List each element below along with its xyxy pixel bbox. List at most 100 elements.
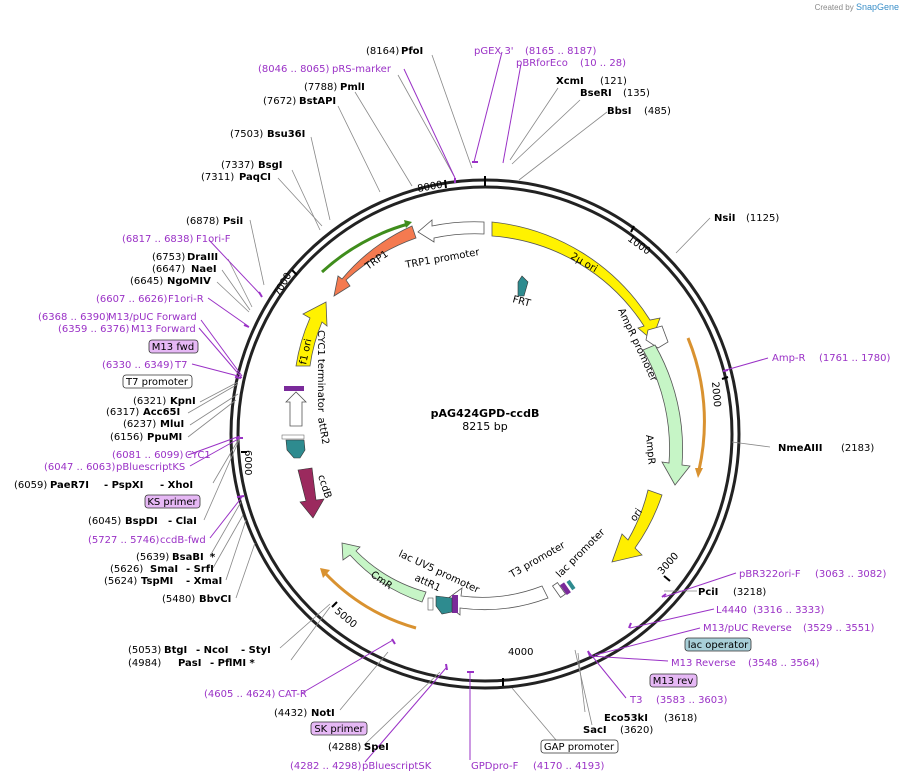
label-acc65i[interactable]: (6317) Acc65I <box>106 407 180 418</box>
label-bseri[interactable]: BseRI (135) <box>580 88 650 99</box>
label-pfoi[interactable]: (8164) PfoI <box>366 46 423 57</box>
feature-trp1-promoter[interactable] <box>417 219 485 243</box>
box-gap-promoter[interactable]: GAP promoter <box>540 739 619 754</box>
label-t7[interactable]: (6330 .. 6349) T7 <box>102 360 187 371</box>
svg-text:BsaBI: BsaBI <box>172 552 204 563</box>
svg-text:8000: 8000 <box>417 180 444 195</box>
feature-frt[interactable] <box>517 275 529 297</box>
label-m13puc-reverse[interactable]: M13/pUC Reverse (3529 .. 3551) <box>703 623 875 634</box>
svg-text:(8165 .. 8187): (8165 .. 8187) <box>525 46 597 57</box>
box-t7-promoter[interactable]: T7 promoter <box>122 374 193 389</box>
svg-text:pRS-marker: pRS-marker <box>332 64 392 75</box>
label-t3[interactable]: T3 (3583 .. 3603) <box>629 695 728 706</box>
label-spei[interactable]: (4288) SpeI <box>328 742 389 753</box>
svg-text:(6330 .. 6349): (6330 .. 6349) <box>102 360 174 371</box>
label-pcii[interactable]: PciI (3218) <box>698 587 766 598</box>
svg-text:XcmI: XcmI <box>556 76 584 87</box>
label-ccdb-fwd[interactable]: (5727 .. 5746) ccdB-fwd <box>88 535 206 546</box>
svg-text:- SrfI: - SrfI <box>186 564 214 575</box>
label-prs-marker[interactable]: (8046 .. 8065) pRS-marker <box>258 64 392 75</box>
label-nmeaiii[interactable]: NmeAIII (2183) <box>778 443 874 454</box>
label-pmli[interactable]: (7788) PmlI <box>304 82 365 93</box>
svg-text:T3: T3 <box>629 695 642 706</box>
svg-text:(6047 .. 6063): (6047 .. 6063) <box>44 462 116 473</box>
label-bstapi[interactable]: (7672) BstAPI <box>263 96 336 107</box>
label-bbvci[interactable]: (5480) BbvCI <box>162 594 231 605</box>
label-ngomiv[interactable]: (6645) NgoMIV <box>130 276 211 287</box>
label-m13-reverse[interactable]: M13 Reverse (3548 .. 3564) <box>671 658 820 669</box>
label-pbrforeco[interactable]: pBRforEco (10 .. 28) <box>516 58 626 69</box>
label-bsgi[interactable]: (7337) BsgI <box>221 160 282 171</box>
label-pgex3[interactable]: pGEX 3' (8165 .. 8187) <box>474 46 597 57</box>
label-m13puc-forward[interactable]: (6368 .. 6390) M13/pUC Forward <box>38 312 197 323</box>
svg-text:Amp-R: Amp-R <box>772 353 806 364</box>
feature-attr2[interactable] <box>285 439 306 459</box>
feature-trp1[interactable] <box>333 225 417 297</box>
feature-gap-promoter[interactable] <box>442 585 549 616</box>
box-lac-operator[interactable]: lac operator <box>684 637 752 652</box>
label-draiii[interactable]: (6753) DraIII <box>152 252 218 263</box>
svg-text:6000: 6000 <box>242 450 253 475</box>
label-nsii[interactable]: NsiI (1125) <box>714 213 779 224</box>
label-naei[interactable]: (6647) NaeI <box>152 264 217 275</box>
svg-text:(6878): (6878) <box>186 216 219 227</box>
box-ks-primer[interactable]: KS primer <box>144 494 201 509</box>
label-bsu36i[interactable]: (7503) Bsu36I <box>230 129 305 140</box>
svg-text:lac operator: lac operator <box>688 640 749 651</box>
label-f1ori-f[interactable]: (6817 .. 6838) F1ori-F <box>122 234 231 245</box>
svg-text:M13/pUC Reverse: M13/pUC Reverse <box>703 623 792 634</box>
label-bsabi[interactable]: (5639) BsaBI * <box>136 552 216 563</box>
primer-line-trp1-head <box>404 220 412 228</box>
label-l4440[interactable]: L4440 (3316 .. 3333) <box>716 605 825 616</box>
feature-cyc1-terminator[interactable] <box>285 391 307 427</box>
label-cat-r[interactable]: (4605 .. 4624) CAT-R <box>204 689 307 700</box>
svg-text:- XhoI: - XhoI <box>160 480 193 491</box>
label-mlui[interactable]: (6237) MluI <box>123 419 184 430</box>
label-f1ori-r[interactable]: (6607 .. 6626) F1ori-R <box>96 294 204 305</box>
svg-text:(7311): (7311) <box>201 172 234 183</box>
label-pbluescriptsk[interactable]: (4282 .. 4298) pBluescriptSK <box>290 761 432 772</box>
label-noti[interactable]: (4432) NotI <box>274 708 335 719</box>
svg-text:(7337): (7337) <box>221 160 254 171</box>
label-bbsi[interactable]: BbsI (485) <box>607 106 671 117</box>
svg-text:ccdB-fwd: ccdB-fwd <box>160 535 206 546</box>
label-kpni[interactable]: (6321) KpnI <box>133 396 196 407</box>
label-paqci[interactable]: (7311) PaqCI <box>201 172 271 183</box>
label-saci[interactable]: SacI (3620) <box>583 725 653 736</box>
brand-name: SnapGene <box>855 2 899 12</box>
label-pbr322ori-f[interactable]: pBR322ori-F (3063 .. 3082) <box>739 569 887 580</box>
label-pbluescriptks[interactable]: (6047 .. 6063) pBluescriptKS <box>44 462 185 473</box>
svg-text:(5053): (5053) <box>128 645 161 656</box>
box-sk-primer[interactable]: SK primer <box>310 721 368 736</box>
feature-attr1[interactable] <box>427 595 458 615</box>
svg-text:NmeAIII: NmeAIII <box>778 443 822 454</box>
label-smai[interactable]: (5626) SmaI - SrfI <box>110 564 214 575</box>
label-pasi[interactable]: (4984) PasI - PflMI * <box>128 658 256 669</box>
feature-ampr-promoter[interactable] <box>645 325 669 349</box>
label-attr2: attR2 <box>315 417 331 446</box>
box-m13-rev[interactable]: M13 rev <box>649 673 698 688</box>
label-tspmi[interactable]: (5624) TspMI - XmaI <box>104 576 222 587</box>
label-gpdpro-f[interactable]: GPDpro-F (4170 .. 4193) <box>471 761 605 772</box>
label-xcmi[interactable]: XcmI (121) <box>556 76 627 87</box>
feature-ori[interactable] <box>611 489 663 563</box>
feature-2mu-ori[interactable] <box>491 221 661 341</box>
svg-text:TspMI: TspMI <box>141 576 173 587</box>
feature-cmr[interactable] <box>341 542 427 603</box>
svg-text:(2183): (2183) <box>841 443 874 454</box>
label-m13-forward[interactable]: (6359 .. 6376) M13 Forward <box>58 324 196 335</box>
label-paer7i[interactable]: (6059) PaeR7I - PspXI - XhoI <box>14 480 193 491</box>
feature-f1-ori[interactable] <box>295 301 328 367</box>
label-btgi[interactable]: (5053) BtgI - NcoI - StyI <box>128 645 271 656</box>
label-eco53ki[interactable]: Eco53kI (3618) <box>604 713 697 724</box>
label-ppumi[interactable]: (6156) PpuMI <box>110 432 182 443</box>
label-amp-r[interactable]: Amp-R (1761 .. 1780) <box>772 353 891 364</box>
label-psii[interactable]: (6878) PsiI <box>186 216 243 227</box>
box-m13-fwd[interactable]: M13 fwd <box>148 339 199 354</box>
feature-ampr[interactable] <box>642 344 691 486</box>
label-bspdi[interactable]: (6045) BspDI - ClaI <box>88 516 197 527</box>
svg-text:PaqCI: PaqCI <box>239 172 271 183</box>
feature-ccdb[interactable] <box>297 467 325 519</box>
label-cyc1[interactable]: (6081 .. 6099) CYC1 <box>112 450 211 461</box>
svg-text:4000: 4000 <box>508 647 533 658</box>
